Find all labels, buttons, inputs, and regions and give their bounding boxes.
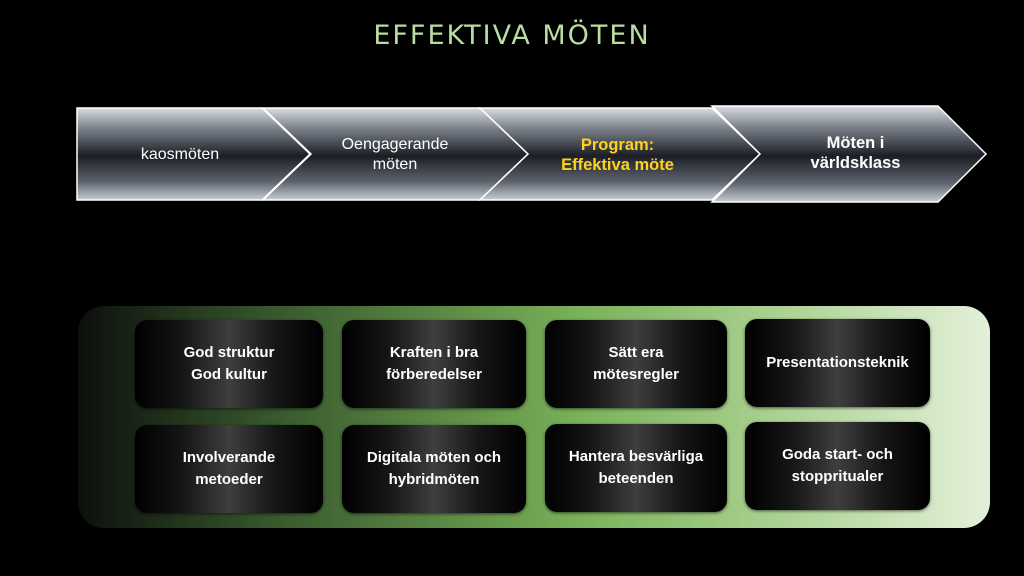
module-kraften-forberedelser: Kraften i bra förberedelser: [342, 320, 526, 408]
module-god-struktur: God struktur God kultur: [135, 320, 323, 408]
process-step-4-shape: [710, 105, 988, 203]
process-step-3-shape: [478, 107, 762, 201]
module-presentationsteknik: Presentationsteknik: [745, 319, 930, 407]
page-title: EFFEKTIVA MÖTEN: [373, 20, 651, 51]
module-digitala-moten: Digitala möten och hybridmöten: [342, 425, 526, 513]
module-motesregler: Sätt era mötesregler: [545, 320, 727, 408]
module-besvarliga-beteenden: Hantera besvärliga beteenden: [545, 424, 727, 512]
module-start-stoppritualer: Goda start- och stoppritualer: [745, 422, 930, 510]
process-step-3-label: Program: Effektiva möte: [561, 136, 674, 174]
process-step-2-label: Oengagerande möten: [341, 136, 449, 173]
module-involverande-metoder: Involverande metoeder: [135, 425, 323, 513]
process-step-4-label: Möten i världsklass: [810, 134, 901, 172]
process-step-1-label: kaosmöten: [140, 146, 220, 163]
